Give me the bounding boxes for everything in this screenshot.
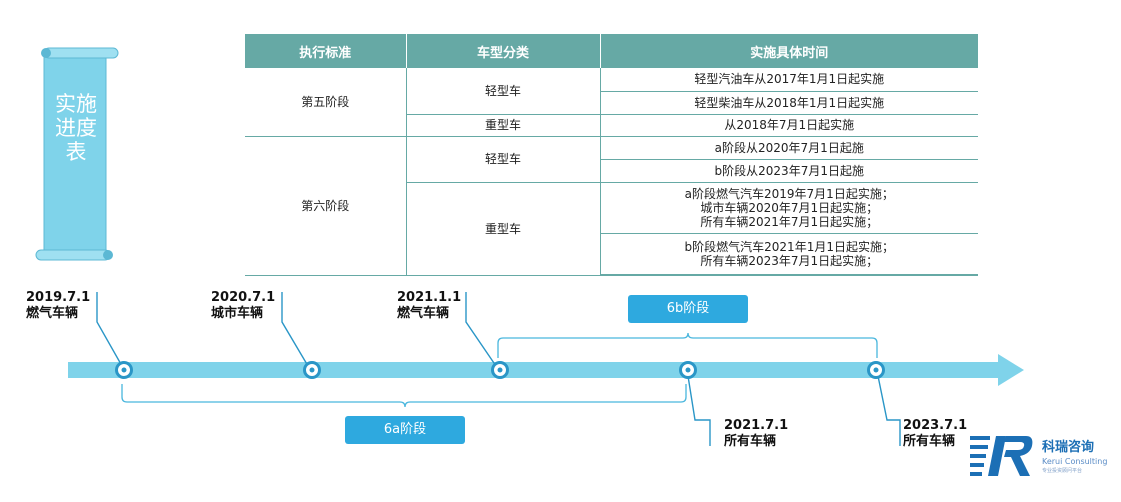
stage6-heavy-b-line: b阶段燃气汽车2021年1月1日起实施；	[684, 239, 894, 254]
stage6-heavy-a-line: 所有车辆2021年7月1日起实施；	[700, 214, 879, 229]
table-row: 重型车 a阶段燃气汽车2019年7月1日起实施； 城市车辆2020年7月1日起实…	[245, 182, 978, 276]
stage5-light-label: 轻型车	[406, 68, 601, 115]
table-row: 第五阶段 轻型车 轻型汽油车从2017年1月1日起实施	[245, 68, 978, 137]
stage5-heavy-1: 从2018年7月1日起实施	[600, 114, 978, 137]
milestone-marker	[303, 361, 321, 379]
stage6-label: 第六阶段	[245, 136, 407, 276]
stage6-heavy-b: b阶段燃气汽车2021年1月1日起实施； 所有车辆2023年7月1日起实施；	[600, 233, 978, 276]
header-vehicle-type: 车型分类	[406, 34, 601, 68]
milestone-marker	[115, 361, 133, 379]
stage6-heavy-a: a阶段燃气汽车2019年7月1日起实施； 城市车辆2020年7月1日起实施； 所…	[600, 182, 978, 234]
table-row: 轻型柴油车从2018年1月1日起实施	[245, 91, 978, 115]
milestone-marker	[867, 361, 885, 379]
milestone-date: 2021.1.1	[397, 290, 462, 305]
milestone-date: 2020.7.1	[211, 290, 276, 305]
milestone-label: 2021.1.1 燃气车辆	[397, 290, 461, 322]
milestone-desc: 所有车辆	[903, 434, 956, 449]
milestone-label: 2023.7.1 所有车辆	[903, 418, 967, 450]
phase-a-bracket	[121, 384, 687, 408]
header-implementation-time: 实施具体时间	[600, 34, 978, 68]
stage5-light-1: 轻型汽油车从2017年1月1日起实施	[600, 68, 978, 92]
table-header-row: 执行标准 车型分类 实施具体时间	[245, 34, 978, 68]
milestone-desc: 所有车辆	[724, 434, 777, 449]
table-row: b阶段燃气汽车2021年1月1日起实施； 所有车辆2023年7月1日起实施；	[245, 233, 978, 276]
milestone-label: 2020.7.1 城市车辆	[211, 290, 275, 322]
phase-b-bracket	[497, 332, 878, 358]
scroll-title: 实施进度表	[55, 92, 97, 164]
stage6-light-2: b阶段从2023年7月1日起施	[600, 159, 978, 183]
stage6-heavy-a-line: 城市车辆2020年7月1日起实施；	[700, 200, 879, 215]
milestone-marker	[491, 361, 509, 379]
logo-name: 科瑞咨询	[1042, 440, 1095, 455]
emission-standard-table: 执行标准 车型分类 实施具体时间 第五阶段 轻型车 轻型汽油车从2017年1月1…	[245, 34, 978, 276]
milestone-marker	[679, 361, 697, 379]
phase-b-box: 6b阶段	[628, 295, 748, 323]
timeline-arrow	[68, 354, 1024, 386]
stage5-light-2: 轻型柴油车从2018年1月1日起实施	[600, 91, 978, 115]
milestone-date: 2023.7.1	[903, 418, 968, 433]
stage5-heavy-label: 重型车	[406, 114, 601, 137]
milestone-label: 2021.7.1 所有车辆	[724, 418, 788, 450]
table-row: 第六阶段 轻型车 a阶段从2020年7月1日起施	[245, 136, 978, 276]
callout-lines	[96, 292, 901, 446]
scroll-banner	[35, 47, 119, 261]
milestone-label: 2019.7.1 燃气车辆	[26, 290, 90, 322]
phase-a-box: 6a阶段	[345, 416, 465, 444]
milestone-desc: 燃气车辆	[26, 306, 79, 321]
header-standard: 执行标准	[245, 34, 407, 68]
stage6-heavy-a-line: a阶段燃气汽车2019年7月1日起实施；	[684, 186, 894, 201]
milestone-desc: 燃气车辆	[397, 306, 450, 321]
stage6-light-1: a阶段从2020年7月1日起施	[600, 136, 978, 160]
table-row: 重型车 从2018年7月1日起实施	[245, 114, 978, 137]
logo-subtitle: Kerui Consulting	[1042, 457, 1108, 466]
logo-tagline: 专业投资顾问平台	[1042, 468, 1083, 474]
table-row: b阶段从2023年7月1日起施	[245, 159, 978, 183]
kerui-logo-icon	[970, 436, 1033, 476]
milestone-desc: 城市车辆	[211, 306, 264, 321]
stage5-label: 第五阶段	[245, 68, 407, 137]
stage6-light-label: 轻型车	[406, 136, 601, 183]
stage6-heavy-b-line: 所有车辆2023年7月1日起实施；	[700, 253, 879, 268]
stage6-heavy-label: 重型车	[406, 182, 601, 276]
milestone-date: 2019.7.1	[26, 290, 91, 305]
milestone-date: 2021.7.1	[724, 418, 789, 433]
